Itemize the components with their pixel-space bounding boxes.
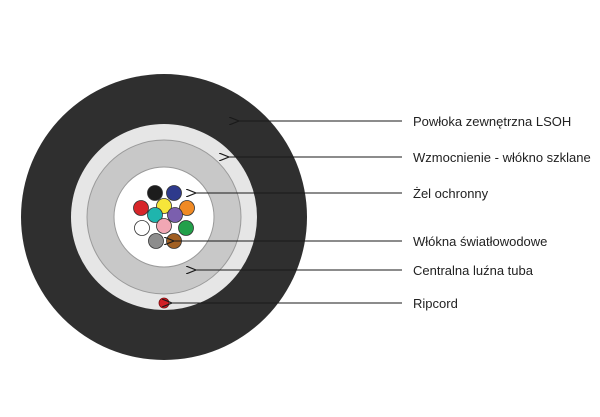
fiber-grey: [148, 233, 164, 249]
fiber-violet: [167, 207, 183, 223]
fiber-blue: [166, 185, 182, 201]
label-gel: Żel ochronny: [413, 186, 489, 201]
fiber-red: [133, 200, 149, 216]
callout-lines: [171, 121, 402, 303]
fiber-white: [134, 220, 150, 236]
fiber-pink: [156, 218, 172, 234]
label-fibers: Włókna światłowodowe: [413, 234, 547, 249]
optical-fibers: [133, 185, 195, 249]
fiber-green: [178, 220, 194, 236]
fiber-turquoise: [147, 207, 163, 223]
fiber-orange: [179, 200, 195, 216]
label-tube: Centralna luźna tuba: [413, 263, 534, 278]
protective-gel: [113, 166, 215, 268]
fiber-black: [147, 185, 163, 201]
ripcord: [158, 297, 170, 309]
label-reinforcement: Wzmocnienie - włókno szklane: [413, 150, 591, 165]
label-outer-jacket: Powłoka zewnętrzna LSOH: [413, 114, 571, 129]
label-ripcord: Ripcord: [413, 296, 458, 311]
